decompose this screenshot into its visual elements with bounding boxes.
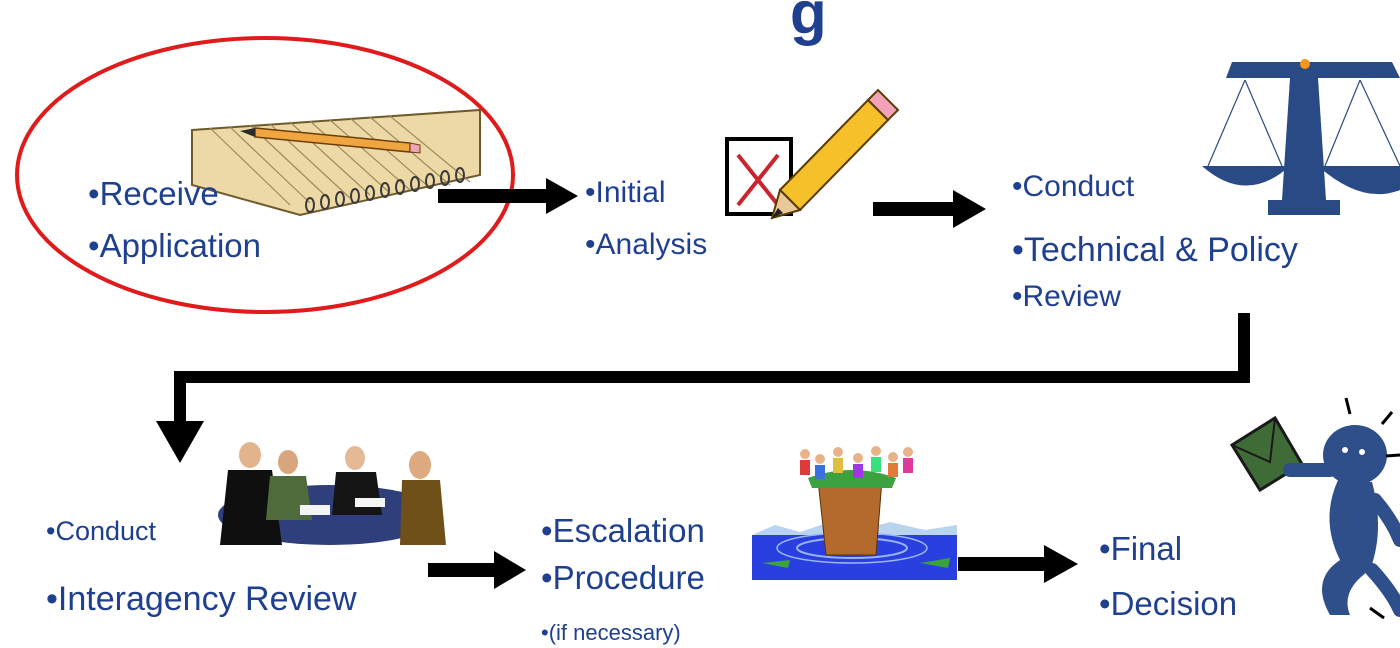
if-necessary-label: (if necessary) xyxy=(541,622,681,644)
receive-label: Receive xyxy=(88,177,219,210)
highlight-ellipse xyxy=(15,36,515,314)
notepad-pencil-icon xyxy=(191,108,481,217)
meeting-people-icon xyxy=(218,440,446,545)
scales-of-justice-icon xyxy=(1202,59,1400,215)
conduct-technical-label: Conduct xyxy=(1012,172,1135,202)
page-title-fragment: g xyxy=(790,0,827,46)
arrow-interagency-to-escalation xyxy=(428,551,526,589)
arrow-escalation-to-final xyxy=(958,545,1078,583)
arrow-receive-to-initial xyxy=(438,178,578,214)
person-with-envelope-icon xyxy=(1229,397,1400,620)
procedure-label: Procedure xyxy=(541,561,705,594)
escalation-label: Escalation xyxy=(541,514,705,547)
conduct-interagency-label: Conduct xyxy=(46,518,156,545)
analysis-label: Analysis xyxy=(585,230,708,260)
technical-policy-label: Technical & Policy xyxy=(1012,233,1298,267)
initial-label: Initial xyxy=(585,178,666,208)
review-label: Review xyxy=(1012,282,1121,312)
checkbox-pencil-icon xyxy=(725,88,900,220)
application-label: Application xyxy=(88,229,261,262)
final-label: Final xyxy=(1099,532,1183,565)
decision-label: Decision xyxy=(1099,587,1238,620)
interagency-review-label: Interagency Review xyxy=(46,582,357,616)
connector-technical-to-interagency xyxy=(156,313,1250,463)
arrow-initial-to-technical xyxy=(873,190,986,228)
cliff-island-icon xyxy=(752,446,957,580)
